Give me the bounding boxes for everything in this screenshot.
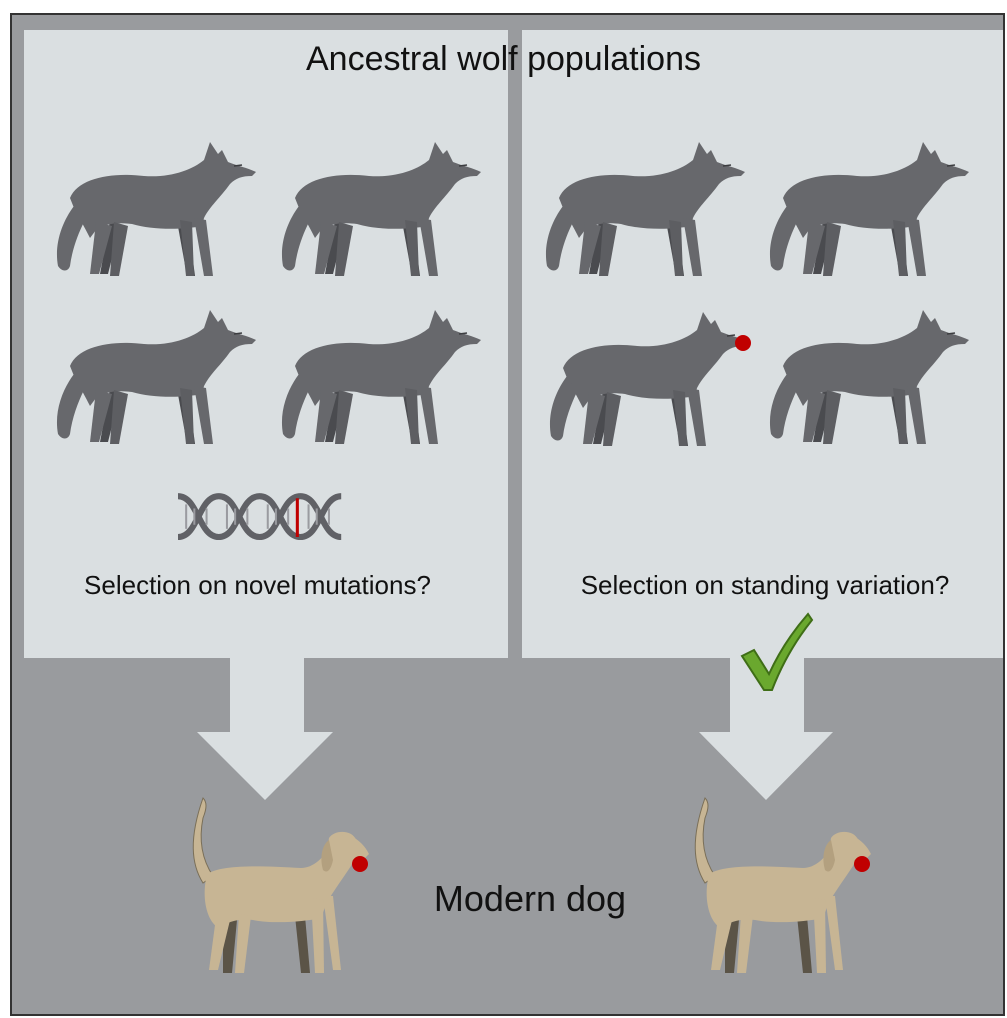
red-ball-icon <box>735 335 751 351</box>
red-ball-icon <box>352 856 368 872</box>
wolf-icon <box>770 142 969 276</box>
wolf-icon <box>57 310 256 444</box>
modern-dog-label: Modern dog <box>380 878 680 920</box>
wolf-icon <box>546 142 745 276</box>
wolf-icon <box>282 142 481 276</box>
red-ball-icon <box>854 856 870 872</box>
dog-icon <box>193 798 369 973</box>
dna-icon <box>178 496 341 537</box>
wolf-icon <box>282 310 481 444</box>
arrow-icon <box>197 658 333 800</box>
right-panel-caption: Selection on standing variation? <box>515 570 1007 601</box>
wolf-icon <box>57 142 256 276</box>
wolf-icon <box>770 310 969 444</box>
left-panel-caption: Selection on novel mutations? <box>10 570 505 601</box>
dog-icon <box>695 798 871 973</box>
wolf-icon <box>550 312 749 446</box>
figure-title: Ancestral wolf populations <box>0 40 1007 79</box>
